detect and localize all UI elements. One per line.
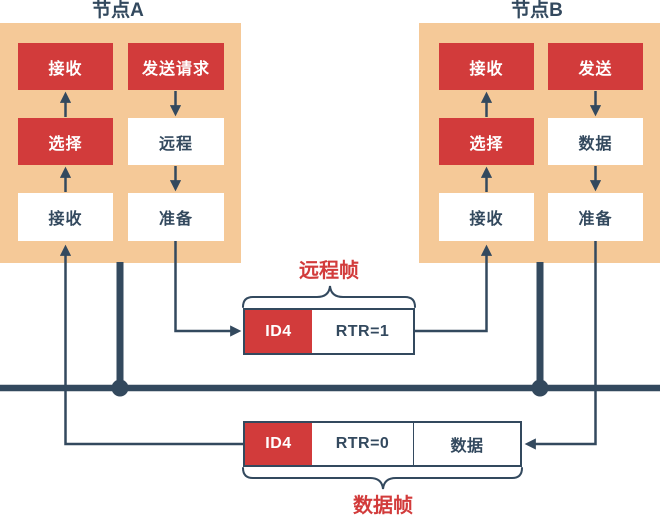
remote-frame-label: 远程帧 (299, 260, 359, 282)
data-frame-label: 数据帧 (353, 495, 413, 517)
arrow-remote-frame-to-b-receive (415, 244, 493, 333)
node-b-receive-top-box: 接收 (439, 43, 534, 90)
node-a-receive-bottom-box: 接收 (18, 193, 113, 241)
node-a-bus-tap-dot (111, 379, 129, 397)
node-a-remote-box: 远程 (128, 118, 224, 165)
node-b-send-box: 发送 (548, 43, 643, 90)
node-a-receive-top-box: 接收 (18, 43, 113, 90)
node-b-data-box: 数据 (548, 118, 643, 165)
node-b-title: 节点B (511, 0, 563, 21)
arrow-data-frame-to-a-receive (59, 244, 243, 446)
arrow-b-prepare-to-data-frame (524, 241, 597, 450)
data-frame-id-cell: ID4 (245, 423, 312, 465)
data-frame-brace (242, 467, 523, 490)
remote-frame-id-cell: ID4 (245, 310, 312, 353)
node-a-prepare-box: 准备 (128, 193, 224, 241)
node-b-select-box: 选择 (439, 118, 534, 165)
node-b-receive-bottom-box: 接收 (439, 193, 534, 241)
node-a-title: 节点A (92, 0, 144, 21)
node-a-send-request-box: 发送请求 (128, 43, 224, 90)
arrow-a-prepare-to-remote-frame (174, 241, 242, 337)
node-b-prepare-box: 准备 (548, 193, 643, 241)
data-frame-box: ID4 RTR=0 数据 (243, 421, 522, 467)
data-frame-data-cell: 数据 (413, 423, 520, 465)
remote-frame-brace (242, 285, 416, 308)
data-frame-rtr-cell: RTR=0 (335, 435, 390, 452)
node-b-bus-tap-dot (531, 379, 549, 397)
remote-frame-rtr-cell: RTR=1 (335, 322, 390, 340)
node-a-select-box: 选择 (18, 118, 113, 165)
remote-frame-box: ID4 RTR=1 (243, 308, 415, 355)
